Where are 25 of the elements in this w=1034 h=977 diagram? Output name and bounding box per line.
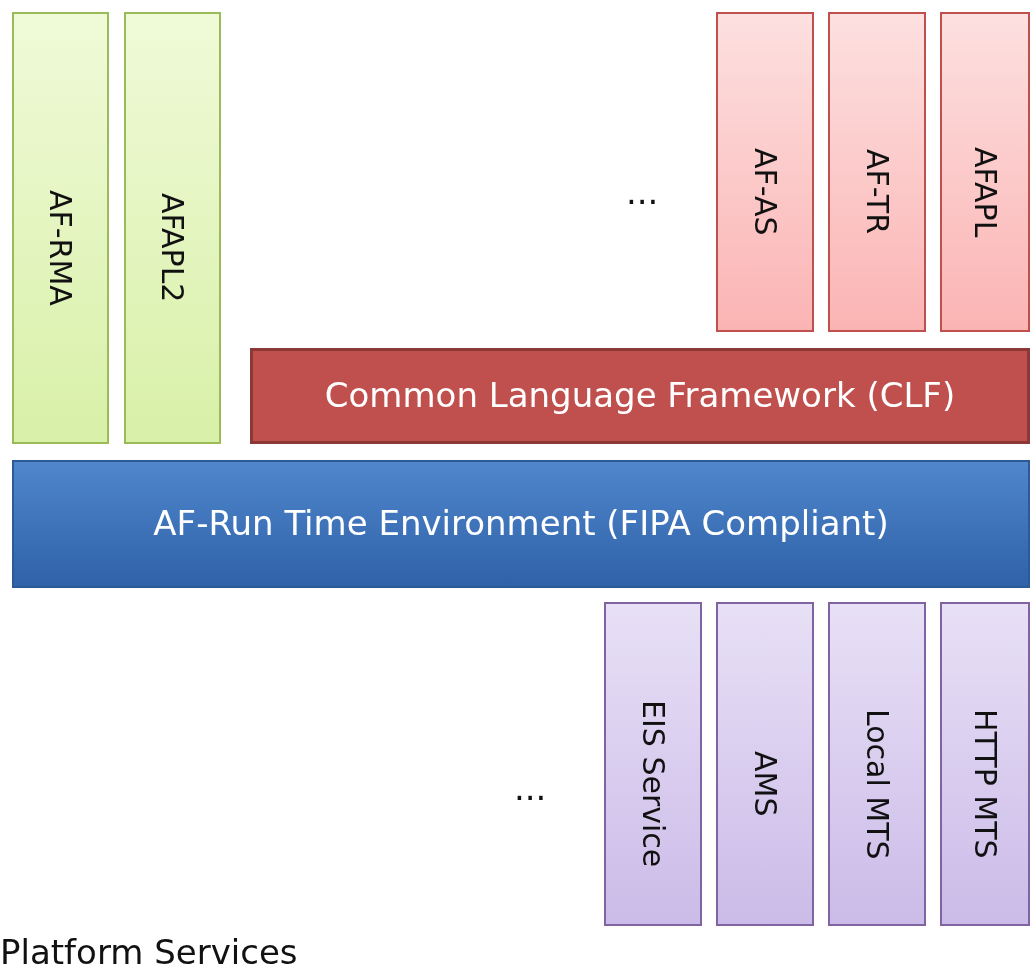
vertical-layer-box	[940, 602, 1030, 926]
ellipsis: ...	[514, 768, 547, 808]
vertical-layer-box	[716, 602, 814, 926]
layer-label: AMS	[747, 750, 783, 817]
layer-label: AFAPL2	[155, 192, 190, 303]
vertical-layer-box	[828, 602, 926, 926]
vertical-layer-box	[124, 12, 221, 444]
layer-label: AF-AS	[747, 147, 783, 236]
vertical-layer-box	[604, 602, 702, 926]
caption-text: Platform Services	[0, 932, 298, 972]
vertical-layer-box	[828, 12, 926, 332]
vertical-layer-box	[716, 12, 814, 332]
vertical-layer-box	[940, 12, 1030, 332]
ellipsis: ...	[626, 172, 659, 212]
layer-bar	[250, 348, 1030, 444]
layer-label: AFAPL	[967, 145, 1003, 238]
layer-label: HTTP MTS	[967, 708, 1003, 859]
vertical-layer-box	[12, 12, 109, 444]
layer-label: EIS Service	[635, 699, 671, 868]
layer-bar	[12, 460, 1030, 588]
layer-label: AF-RMA	[43, 189, 78, 306]
layer-label: AF-Run Time Environment (FIPA Compliant)	[152, 502, 890, 546]
layer-label: Local MTS	[859, 707, 895, 860]
layer-label: Common Language Framework (CLF)	[323, 374, 957, 418]
layer-label: AF-TR	[859, 148, 895, 235]
